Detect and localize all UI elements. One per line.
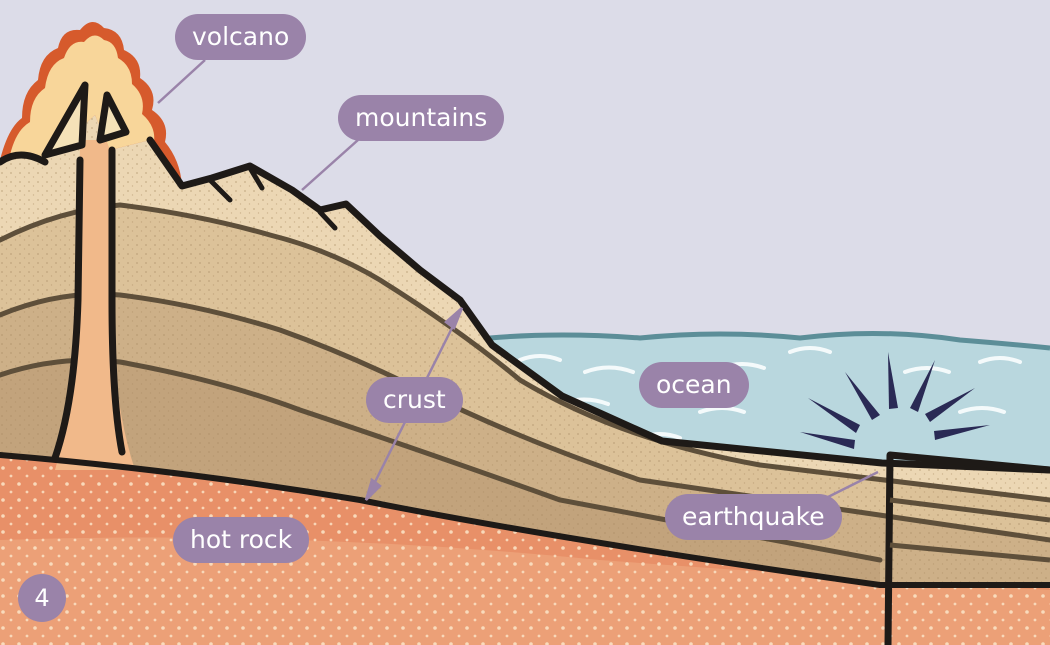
page-number-badge: 4 [18,574,66,622]
label-volcano: volcano [175,14,306,60]
label-mountains: mountains [338,95,504,141]
label-hot-rock: hot rock [173,517,309,563]
label-earthquake: earthquake [665,494,842,540]
label-crust: crust [366,377,463,423]
label-ocean: ocean [639,362,749,408]
